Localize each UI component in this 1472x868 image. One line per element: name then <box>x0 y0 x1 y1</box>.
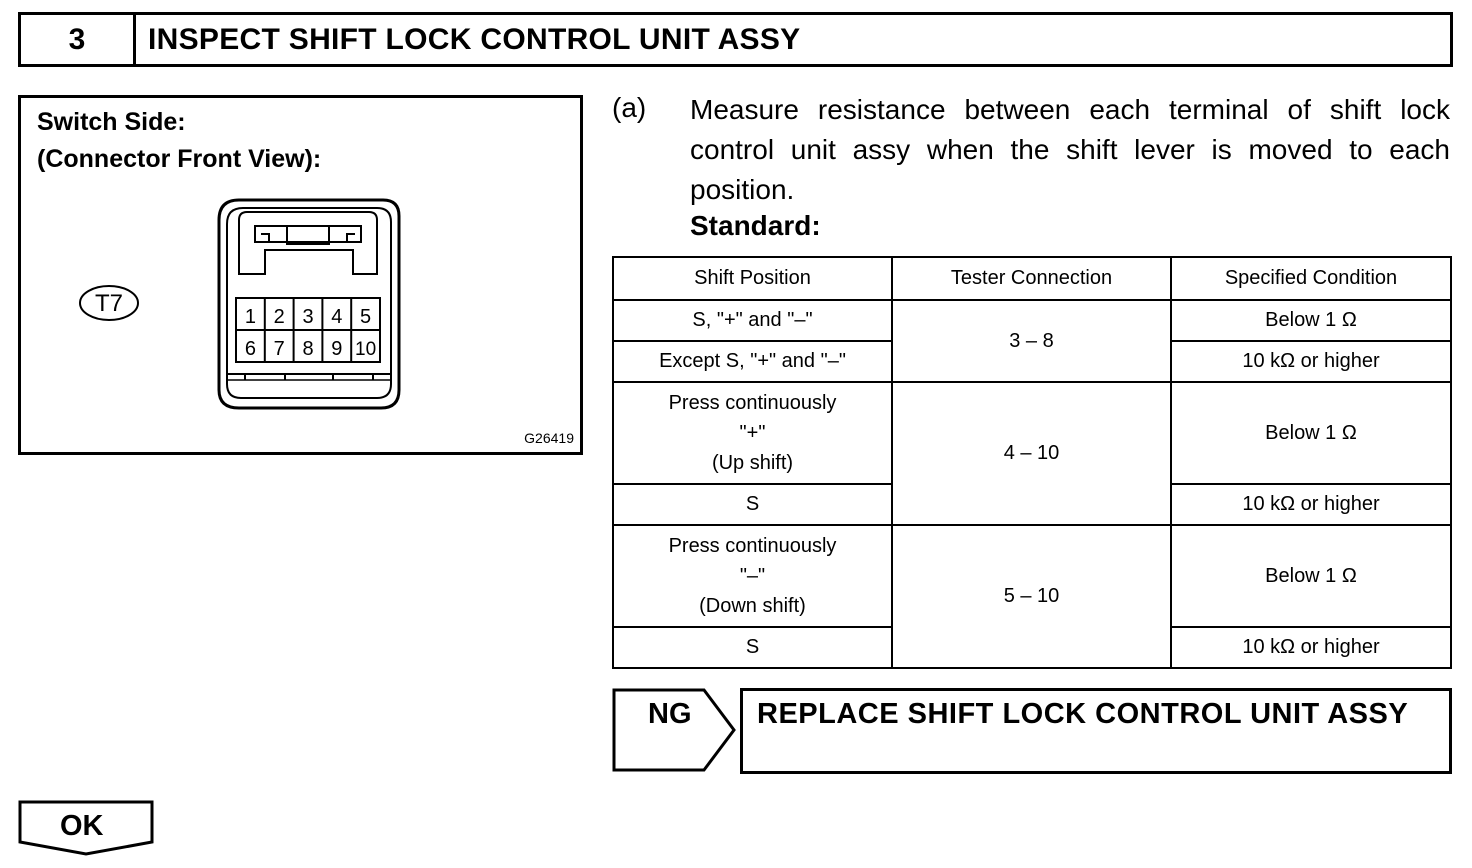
specified-condition-cell: 10 kΩ or higher <box>1170 340 1452 383</box>
ok-arrow-icon <box>18 800 154 856</box>
table-row: Press continuously "–" (Down shift) 5 – … <box>612 524 1452 669</box>
table-row: Except S, "+" and "–" 10 kΩ or higher <box>612 340 1452 383</box>
standard-label: Standard: <box>690 210 821 241</box>
table-row: Press continuously "+" (Up shift) 4 – 10… <box>612 381 1452 526</box>
table-row: S, "+" and "–" 3 – 8 Below 1 Ω <box>612 299 1452 383</box>
tester-connection-cell: 5 – 10 <box>891 524 1172 669</box>
specified-condition-cell: Below 1 Ω <box>1170 299 1452 342</box>
lock-tab-slot <box>254 225 362 243</box>
shift-position-cell: Press continuously "+" (Up shift) <box>612 381 893 485</box>
shift-position-line: Press continuously <box>668 392 837 414</box>
step-header: 3 INSPECT SHIFT LOCK CONTROL UNIT ASSY <box>18 12 1453 67</box>
connector-id-label: T7 <box>95 290 123 317</box>
ok-label: OK <box>60 810 104 842</box>
tester-connection-cell: 3 – 8 <box>891 299 1172 383</box>
spec-table: Shift Position Tester Connection Specifi… <box>612 256 1452 669</box>
shift-position-line: (Down shift) <box>699 595 806 617</box>
sub-step-label: (a) <box>612 92 647 123</box>
pin-8: 8 <box>302 338 313 360</box>
table-header-row: Shift Position Tester Connection Specifi… <box>612 256 1452 301</box>
tester-connection-cell: 4 – 10 <box>891 381 1172 526</box>
shift-position-cell: S <box>612 483 893 526</box>
header-shift-position: Shift Position <box>612 256 893 301</box>
specified-condition-cell: Below 1 Ω <box>1170 381 1452 485</box>
pin-6: 6 <box>245 338 256 360</box>
ng-label: NG <box>648 698 692 730</box>
shift-position-cell: Press continuously "–" (Down shift) <box>612 524 893 628</box>
lock-latch-hooks <box>261 233 355 242</box>
connector-id-oval <box>79 285 139 321</box>
pin-5: 5 <box>360 306 371 328</box>
figure-title-switch-side: Switch Side: <box>37 108 186 136</box>
pin-1: 1 <box>245 306 256 328</box>
pin-3: 3 <box>302 306 313 328</box>
shift-position-line: Press continuously <box>668 535 837 557</box>
pin-9: 9 <box>331 338 342 360</box>
specified-condition-cell: 10 kΩ or higher <box>1170 626 1452 669</box>
ng-action-text: REPLACE SHIFT LOCK CONTROL UNIT ASSY <box>757 698 1409 730</box>
pin-2: 2 <box>274 306 285 328</box>
shift-position-line: "+" <box>739 422 766 444</box>
connector-figure: Switch Side: (Connector Front View): T7 … <box>18 95 583 455</box>
shift-position-cell: Except S, "+" and "–" <box>612 340 893 383</box>
instruction-text: Measure resistance between each terminal… <box>690 94 1450 205</box>
connector-housing-inner <box>226 207 392 399</box>
figure-title-connector-view: (Connector Front View): <box>37 145 322 173</box>
ng-arrow-icon <box>612 688 736 772</box>
ng-action-box: REPLACE SHIFT LOCK CONTROL UNIT ASSY <box>740 688 1452 774</box>
connector-diagram: T7 1 2 3 4 5 6 7 8 9 10 <box>79 198 401 410</box>
pin-10: 10 <box>355 339 376 360</box>
connector-housing <box>217 198 401 410</box>
specified-condition-cell: Below 1 Ω <box>1170 524 1452 628</box>
header-tester-connection: Tester Connection <box>891 256 1172 301</box>
figure-code: G26419 <box>524 430 574 446</box>
pin-4: 4 <box>331 306 342 328</box>
pin-7: 7 <box>274 338 285 360</box>
table-row: S 10 kΩ or higher <box>612 626 1452 669</box>
connector-lock-tab <box>238 211 378 275</box>
header-specified-condition: Specified Condition <box>1170 256 1452 301</box>
step-title: INSPECT SHIFT LOCK CONTROL UNIT ASSY <box>148 22 801 56</box>
shift-position-line: (Up shift) <box>711 452 794 474</box>
shift-position-line: "–" <box>739 565 766 587</box>
lock-latch <box>286 225 330 245</box>
step-number: 3 <box>21 15 136 64</box>
shift-position-cell: S, "+" and "–" <box>612 299 893 342</box>
specified-condition-cell: 10 kΩ or higher <box>1170 483 1452 526</box>
table-row: S 10 kΩ or higher <box>612 483 1452 526</box>
shift-position-cell: S <box>612 626 893 669</box>
